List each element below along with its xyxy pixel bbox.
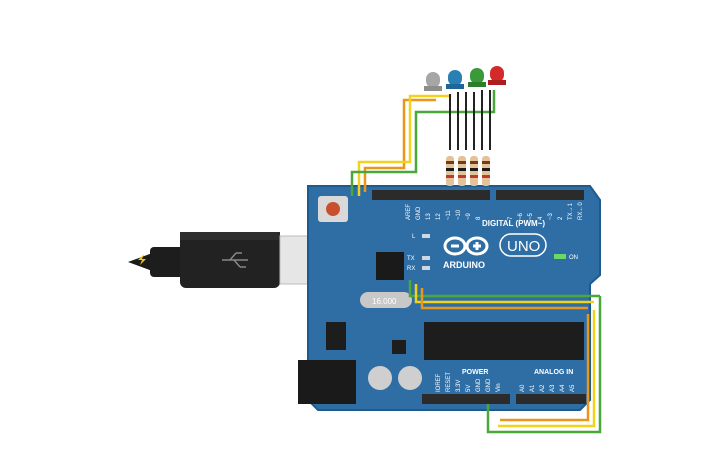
lightning-icon xyxy=(138,254,146,265)
wire-yellow-5v[interactable] xyxy=(498,310,596,428)
power-pin-label-0: IOREF xyxy=(436,373,442,392)
arduino-logo-icon xyxy=(443,236,489,256)
leds[interactable] xyxy=(424,66,506,91)
digital-pin-label-left-4: ~11 xyxy=(446,210,452,220)
digital-header-right[interactable] xyxy=(496,190,584,200)
resistor-2-band-2 xyxy=(470,175,478,178)
dc-power-jack[interactable] xyxy=(298,360,356,404)
capacitor-1 xyxy=(368,366,392,390)
tx-led xyxy=(422,256,430,260)
power-pin-label-2: 3.3V xyxy=(456,380,462,392)
analog-header[interactable] xyxy=(516,394,586,404)
l-label: L xyxy=(412,234,416,240)
analog-pin-label-5: A5 xyxy=(570,384,576,392)
resistor-2-band-1 xyxy=(470,168,478,171)
usb-chip xyxy=(376,252,404,280)
resistor-3-band-0 xyxy=(482,161,490,164)
power-pin-label-1: RESET xyxy=(446,372,452,392)
green-led[interactable] xyxy=(468,68,486,87)
reset-button-cap[interactable] xyxy=(326,202,340,216)
wire-orange-board[interactable] xyxy=(420,288,588,310)
power-header-label: POWER xyxy=(462,369,488,376)
usb-icon xyxy=(222,252,248,268)
digital-pin-label-right-2: ~5 xyxy=(528,212,534,220)
on-label: ON xyxy=(569,255,578,261)
resistor-0-band-1 xyxy=(446,168,454,171)
power-header[interactable] xyxy=(422,394,510,404)
analog-pin-label-0: A0 xyxy=(520,384,526,392)
resistor-1-band-2 xyxy=(458,175,466,178)
l-led xyxy=(422,234,430,238)
wire-orange-3v[interactable] xyxy=(500,314,590,422)
digital-pin-labels-left: AREF GND 13 12 ~11 ~10 ~9 8 xyxy=(406,204,482,220)
arduino-uno-board[interactable]: AREF GND 13 12 ~11 ~10 ~9 8 7 ~6 ~5 4 ~3 2 TX→1 RX←0 D… xyxy=(298,185,601,411)
digital-header-label: DIGITAL (PWM~) xyxy=(482,219,545,228)
digital-pin-labels-right: 7 ~6 ~5 4 ~3 2 TX→1 RX←0 xyxy=(508,202,584,220)
led-legs xyxy=(449,90,491,150)
digital-pin-label-right-3: 4 xyxy=(538,216,544,220)
resistor-3-band-1 xyxy=(482,168,490,171)
digital-pin-label-left-7: 8 xyxy=(476,216,482,220)
digital-pin-label-left-3: 12 xyxy=(436,213,442,220)
resistor-0-band-0 xyxy=(446,161,454,164)
gray-led[interactable] xyxy=(424,72,442,91)
digital-pin-label-left-0: AREF xyxy=(406,204,412,220)
power-pin-label-6: Vin xyxy=(496,383,502,392)
power-pin-label-5: GND xyxy=(486,378,492,392)
usb-plug-highlight xyxy=(180,232,280,240)
digital-pin-label-right-0: 7 xyxy=(508,216,514,220)
resistor-2-band-0 xyxy=(470,161,478,164)
analog-header-label: ANALOG IN xyxy=(534,369,573,376)
analog-pin-label-2: A2 xyxy=(540,384,546,392)
on-led xyxy=(554,254,566,259)
wire-green[interactable] xyxy=(350,90,496,196)
resistors xyxy=(446,156,490,186)
digital-pin-label-right-6: TX→1 xyxy=(568,202,574,220)
red-led[interactable] xyxy=(488,66,506,85)
usb-plug-neck xyxy=(150,247,184,277)
digital-pin-label-left-1: GND xyxy=(416,206,422,220)
analog-pin-label-4: A4 xyxy=(560,384,566,392)
digital-pin-label-right-1: ~6 xyxy=(518,212,524,220)
analog-pin-label-1: A1 xyxy=(530,384,536,392)
analog-pin-label-3: A3 xyxy=(550,384,556,392)
power-pin-label-3: 5V xyxy=(466,385,472,392)
wire-orange[interactable] xyxy=(363,98,436,192)
wire-green-board[interactable] xyxy=(408,280,600,298)
tx-label: TX xyxy=(407,256,415,262)
capacitor-2 xyxy=(398,366,422,390)
digital-pin-label-right-5: 2 xyxy=(558,216,564,220)
resistor-1-band-0 xyxy=(458,161,466,164)
digital-header-left[interactable] xyxy=(372,190,490,200)
analog-pin-labels: A0 A1 A2 A3 A4 A5 xyxy=(520,384,576,392)
power-pin-labels: IOREF RESET 3.3V 5V GND GND Vin xyxy=(436,372,502,392)
brand-label: ARDUINO xyxy=(443,260,485,270)
blue-led[interactable] xyxy=(446,70,464,89)
voltage-regulator xyxy=(326,322,346,350)
resistor-1-band-1 xyxy=(458,168,466,171)
small-ic xyxy=(392,340,406,354)
rx-led xyxy=(422,266,430,270)
resistor-3-band-2 xyxy=(482,175,490,178)
digital-pin-label-left-5: ~10 xyxy=(456,209,462,220)
atmega-chip xyxy=(424,322,584,360)
digital-pin-label-right-4: ~3 xyxy=(548,212,554,220)
rx-label: RX xyxy=(407,266,415,272)
digital-pin-label-left-6: ~9 xyxy=(466,212,472,220)
wire-green-gnd[interactable] xyxy=(486,296,602,434)
digital-pin-label-right-7: RX←0 xyxy=(578,202,584,220)
model-label: UNO xyxy=(507,238,540,255)
wire-yellow-board[interactable] xyxy=(414,284,594,304)
uno-badge xyxy=(499,233,547,257)
resistor-0-band-2 xyxy=(446,175,454,178)
power-pin-label-4: GND xyxy=(476,378,482,392)
crystal xyxy=(360,292,412,308)
digital-pin-label-left-2: 13 xyxy=(426,213,432,220)
crystal-label: 16.000 xyxy=(372,297,397,306)
